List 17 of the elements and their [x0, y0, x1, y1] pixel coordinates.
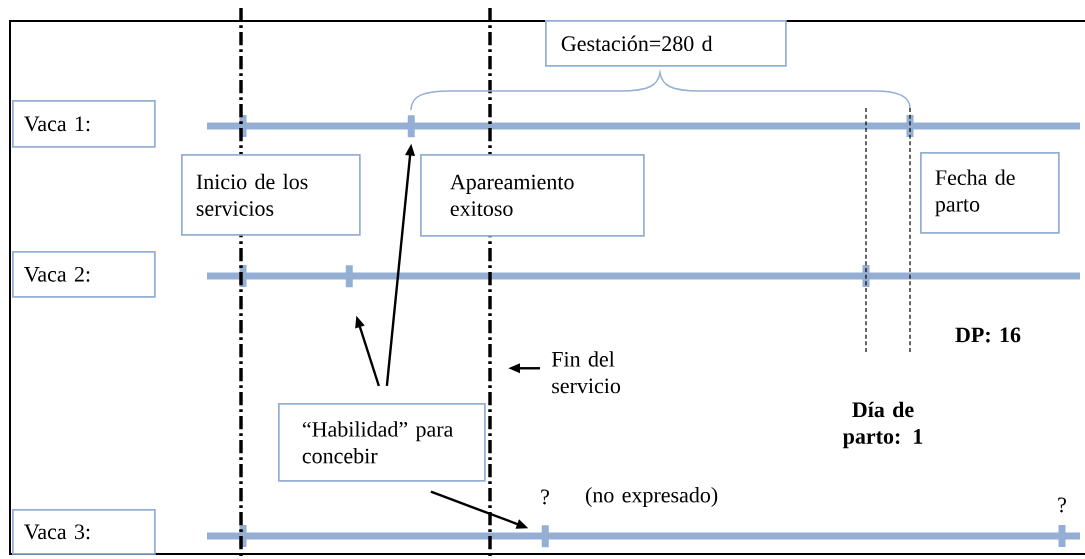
row-label-box: Vaca 1:	[12, 100, 156, 148]
row-label-box: Vaca 2:	[12, 251, 156, 298]
annotation-text: DP: 16	[955, 327, 1021, 343]
tick-mark	[407, 115, 415, 138]
annotation-text: ?	[1058, 497, 1066, 513]
note-box: “Habilidad” para concebir	[278, 403, 486, 482]
note-box: Apareamiento exitoso	[420, 154, 645, 237]
note-box: Inicio de los servicios	[181, 154, 361, 236]
note-text: Fin del servicio	[551, 351, 621, 394]
annotation-text: Día de parto: 1	[842, 401, 923, 449]
note-box: Fecha de parto	[920, 152, 1060, 234]
note-box: Gestación=280 d	[545, 20, 787, 67]
row-label-box: Vaca 3:	[12, 509, 156, 555]
tick-mark	[345, 265, 353, 288]
tick-mark	[541, 525, 549, 548]
annotation-text: ?	[541, 489, 549, 505]
annotation-text: (no expresado)	[586, 487, 718, 507]
